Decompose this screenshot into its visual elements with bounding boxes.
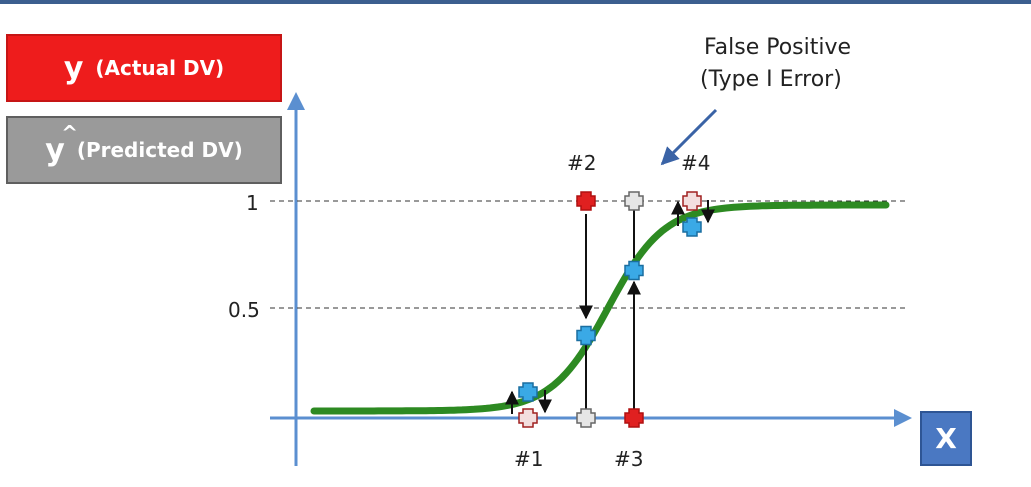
legend-actual-dv: y (Actual DV) — [6, 34, 282, 102]
actual-marker-2 — [576, 191, 596, 211]
actual-marker-3 — [624, 408, 644, 428]
legend-predicted-dv: y (Predicted DV) — [6, 116, 282, 184]
predicted-marker-2 — [576, 408, 596, 428]
annotation-arrow — [660, 108, 718, 166]
legend-actual-label: (Actual DV) — [95, 56, 225, 80]
x-axis-arrow — [894, 409, 912, 427]
predicted-marker-3 — [624, 191, 644, 211]
annotation-line-2: (Type I Error) — [700, 67, 842, 92]
point-label-2: #2 — [567, 151, 596, 175]
x-axis-label: X — [920, 411, 972, 466]
legend-predicted-symbol: y — [45, 121, 77, 168]
legend-actual-symbol: y — [63, 50, 84, 86]
point-label-4: #4 — [681, 151, 710, 175]
probability-marker-1 — [518, 382, 538, 402]
actual-marker-4 — [682, 191, 702, 211]
y-tick-1: 1 — [246, 191, 259, 215]
sigmoid-curve — [310, 201, 890, 415]
top-border — [0, 0, 1031, 4]
y-axis-arrow — [287, 92, 305, 110]
probability-marker-2 — [576, 325, 596, 346]
point-label-1: #1 — [514, 447, 543, 471]
legend-predicted-label: (Predicted DV) — [76, 138, 243, 162]
probability-marker-4 — [682, 217, 702, 237]
y-tick-0-5: 0.5 — [228, 298, 260, 322]
annotation-line-1: False Positive — [704, 35, 851, 60]
point-label-3: #3 — [614, 447, 643, 471]
actual-marker-1 — [518, 408, 538, 428]
probability-marker-3 — [624, 260, 644, 281]
